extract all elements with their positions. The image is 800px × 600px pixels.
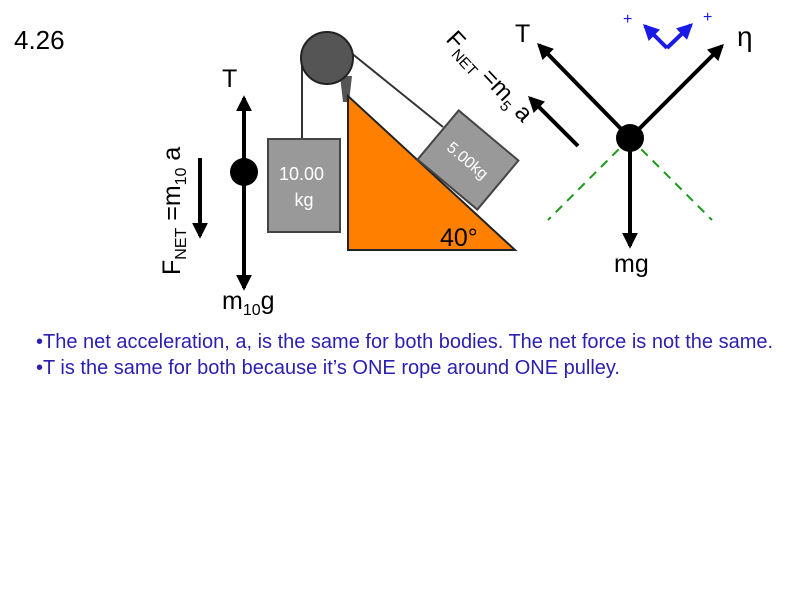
incline-block: [416, 109, 520, 211]
tilted-axis-dashed-right: [629, 137, 713, 221]
pulley-wheel: [300, 31, 354, 85]
note-tension: •T is the same for both because it’s ONE…: [36, 357, 620, 379]
note-acceleration: •The net acceleration, a, is the same fo…: [36, 331, 774, 353]
pulley-system: 10.00 kg 5.00kg 40°: [267, 31, 520, 252]
normal-force-arrow: [628, 44, 724, 140]
normal-force-label: η: [737, 21, 753, 52]
explanation-notes: •The net acceleration, a, is the same fo…: [36, 329, 776, 381]
incline-body-point: [616, 124, 644, 152]
rope-to-incline-block: [349, 51, 444, 128]
tension-label: T: [515, 20, 530, 48]
incline-ramp: [347, 93, 518, 251]
axis-plus-x: +: [623, 11, 632, 28]
tension-label: T: [222, 65, 237, 93]
weight-label: mg: [614, 250, 649, 278]
hanging-block-fbd: T m10g FNET =m10 a: [158, 65, 275, 319]
hanging-block-mass: 10.00 kg: [279, 164, 329, 210]
tilted-axes-icon: + +: [623, 9, 712, 50]
incline-net-force-arrow: [528, 96, 580, 148]
hanging-block: [267, 138, 341, 233]
tension-arrow: [537, 42, 632, 140]
axis-plus-y: +: [703, 9, 712, 26]
net-force-label: FNET =m10 a: [158, 147, 190, 275]
weight-label: m10g: [222, 287, 275, 319]
incline-angle-label: 40°: [440, 224, 478, 252]
pulley-bracket: [340, 76, 352, 102]
incline-block-fbd: T η mg + +: [515, 9, 753, 278]
hanging-body-point: [230, 158, 258, 186]
problem-number: 4.26: [14, 25, 65, 55]
tilted-axis-dashed-left: [547, 137, 631, 221]
